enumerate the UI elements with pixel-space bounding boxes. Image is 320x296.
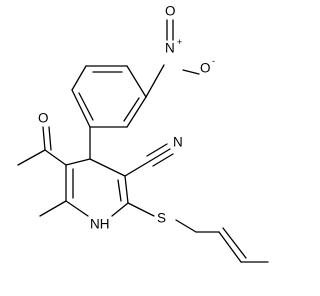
ring-bond — [124, 175, 129, 204]
acetyl-o-label: O — [38, 111, 49, 126]
dihydropyridine-ring: NH — [65, 126, 129, 232]
benzene-bond — [71, 89, 91, 128]
nitro-n-o-bond — [182, 69, 200, 75]
nitro-n-label: N — [165, 41, 175, 56]
benzene-inner-double-bond — [78, 92, 94, 121]
ring-bond — [111, 202, 129, 217]
molecule-structure: N + O O - NH O N — [17, 4, 269, 263]
benzene-bond — [126, 96, 147, 128]
methyl-group — [39, 200, 67, 217]
allyl-double-bond — [218, 231, 242, 263]
nitrile-triple-bond — [149, 148, 171, 162]
ring-nh-label: NH — [90, 217, 110, 232]
allyl-double-bond — [222, 227, 247, 259]
nitro-group: N + O O - — [145, 4, 215, 98]
c-s-bond — [127, 202, 155, 217]
ring-bond — [65, 200, 89, 217]
acetyl-c-o-double-bond — [48, 126, 52, 151]
nitrile-n-label: N — [173, 135, 183, 150]
nitrile-triple-bond — [146, 143, 168, 157]
nitro-o-charge: - — [212, 56, 215, 66]
acetyl-c-c-bond — [44, 149, 67, 166]
allylthio-group: S — [127, 202, 269, 263]
benzene-ring — [71, 65, 147, 128]
benzene-inner-double-bond — [123, 97, 140, 122]
nitrile-triple-bond — [152, 153, 174, 167]
nitro-n-charge: + — [177, 37, 182, 47]
ring-double-bond — [117, 179, 122, 202]
thioether-s-label: S — [157, 211, 166, 226]
nitro-c-n-bond — [145, 64, 165, 98]
acetyl-group: O — [17, 111, 67, 166]
nitro-o-right-label: O — [200, 61, 211, 76]
s-ch2-bond — [175, 219, 197, 233]
acetyl-c-o-bond — [42, 126, 46, 151]
nitrile-c-c-bond — [124, 160, 151, 177]
benzene-bond — [71, 65, 87, 91]
nitrile-group: N — [124, 135, 183, 177]
nitro-o-top-label: O — [165, 4, 176, 19]
ring-bond — [65, 158, 91, 166]
ring-bond — [89, 158, 126, 177]
acetyl-methyl-bond — [17, 149, 46, 166]
methyl-bond — [39, 200, 67, 217]
benzene-bond — [126, 65, 147, 98]
